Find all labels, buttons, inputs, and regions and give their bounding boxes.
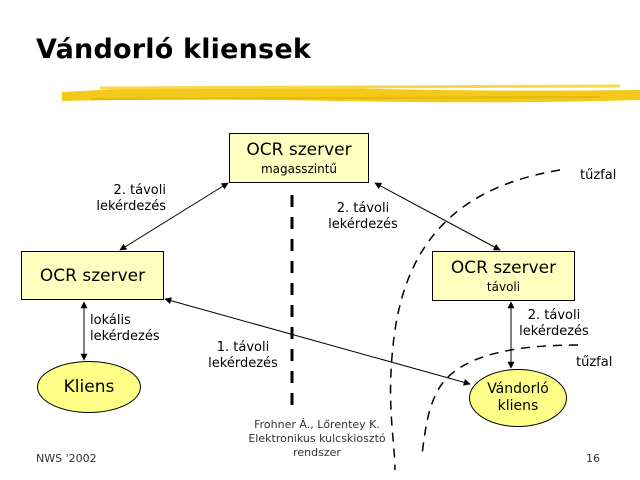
label-remote-query-bottom-right: 2. távoli lekérdezés [508, 308, 600, 340]
label-remote-query-right-line1: 2. távoli [336, 201, 390, 216]
label-remote-query-first-line2: lekérdezés [208, 356, 278, 371]
label-local-query-line1: lokális [90, 313, 131, 328]
arrow-top-right [374, 182, 501, 251]
footer-credit-line2: Elektronikus kulcskiosztó [248, 432, 386, 445]
label-remote-query-left-line2: lekérdezés [96, 199, 166, 214]
footer-credit-line1: Frohner Á., Lőrentey K. [254, 418, 380, 431]
label-remote-query-left-line1: 2. távoli [113, 183, 166, 198]
node-top-server: OCR szerver magasszintű [229, 133, 369, 183]
title-highlight [62, 84, 640, 103]
label-remote-query-first-line1: 1. távoli [216, 340, 270, 355]
label-remote-query-left: 2. távoli lekérdezés [74, 183, 166, 215]
footer-credit-line3: rendszer [293, 446, 341, 459]
page-title: Vándorló kliensek [36, 34, 311, 65]
arrow-top-left [119, 182, 229, 251]
label-remote-query-right-line2: lekérdezés [328, 217, 398, 232]
node-top-server-label: OCR szerver [246, 140, 352, 160]
node-right-server-sublabel: távoli [486, 280, 521, 294]
node-client: Kliens [37, 361, 141, 413]
label-local-query: lokális lekérdezés [90, 313, 182, 345]
label-firewall-bottom: tűzfal [576, 355, 613, 370]
footer-left: NWS '2002 [36, 452, 97, 465]
node-top-server-sublabel: magasszintű [260, 162, 338, 176]
label-remote-query-first: 1. távoli lekérdezés [197, 340, 289, 372]
node-right-server: OCR szerver távoli [432, 251, 575, 301]
label-firewall-top: tűzfal [580, 168, 617, 183]
page-number: 16 [586, 452, 600, 465]
node-roaming-client-line1: Vándorló [487, 381, 549, 397]
node-roaming-client: Vándorló kliens [469, 369, 567, 427]
footer-credit: Frohner Á., Lőrentey K. Elektronikus kul… [232, 418, 402, 460]
node-right-server-label: OCR szerver [450, 258, 557, 278]
label-remote-query-bottom-right-line2: lekérdezés [519, 324, 589, 339]
label-local-query-line2: lekérdezés [90, 329, 160, 344]
node-left-server-label: OCR szerver [39, 266, 146, 286]
label-remote-query-right: 2. távoli lekérdezés [317, 201, 409, 233]
arrow-left-server-roaming [164, 297, 471, 386]
label-remote-query-bottom-right-line1: 2. távoli [527, 308, 581, 323]
node-roaming-client-line2: kliens [497, 398, 539, 414]
node-client-label: Kliens [63, 377, 115, 397]
node-left-server: OCR szerver [21, 251, 164, 300]
